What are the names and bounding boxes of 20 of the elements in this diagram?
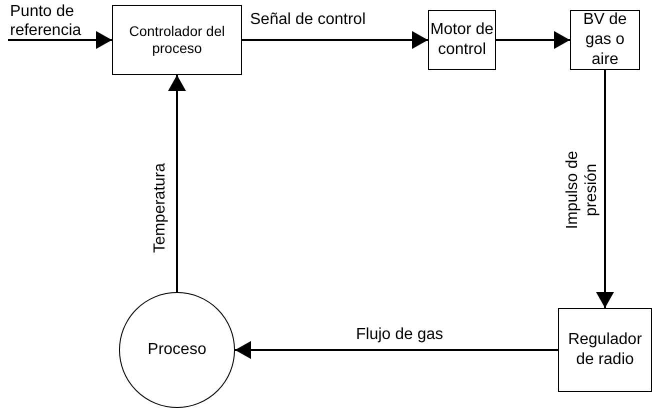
node-text: Proceso [148, 340, 206, 360]
edge-label: Temperatura [150, 163, 170, 253]
edge-label: Señal de control [250, 10, 366, 30]
process-box [570, 10, 640, 70]
edge-label: Flujo de gas [356, 325, 444, 344]
arrow [242, 31, 428, 49]
edge-label: Punto de referencia [10, 2, 82, 40]
node-text: BV de gas o aire [582, 10, 628, 70]
arrow [496, 31, 570, 49]
process-box [112, 5, 242, 75]
arrow [596, 70, 614, 308]
node-text: Motor de control [429, 20, 495, 60]
node-text: Regulador de radio [567, 330, 643, 370]
node-text: Controlador del proceso [128, 22, 226, 58]
edge-label: Impulso de presión [562, 150, 601, 232]
arrow [8, 31, 112, 49]
arrow [235, 341, 558, 359]
process-box [558, 308, 652, 392]
process-box [428, 10, 496, 70]
arrow [168, 75, 186, 292]
